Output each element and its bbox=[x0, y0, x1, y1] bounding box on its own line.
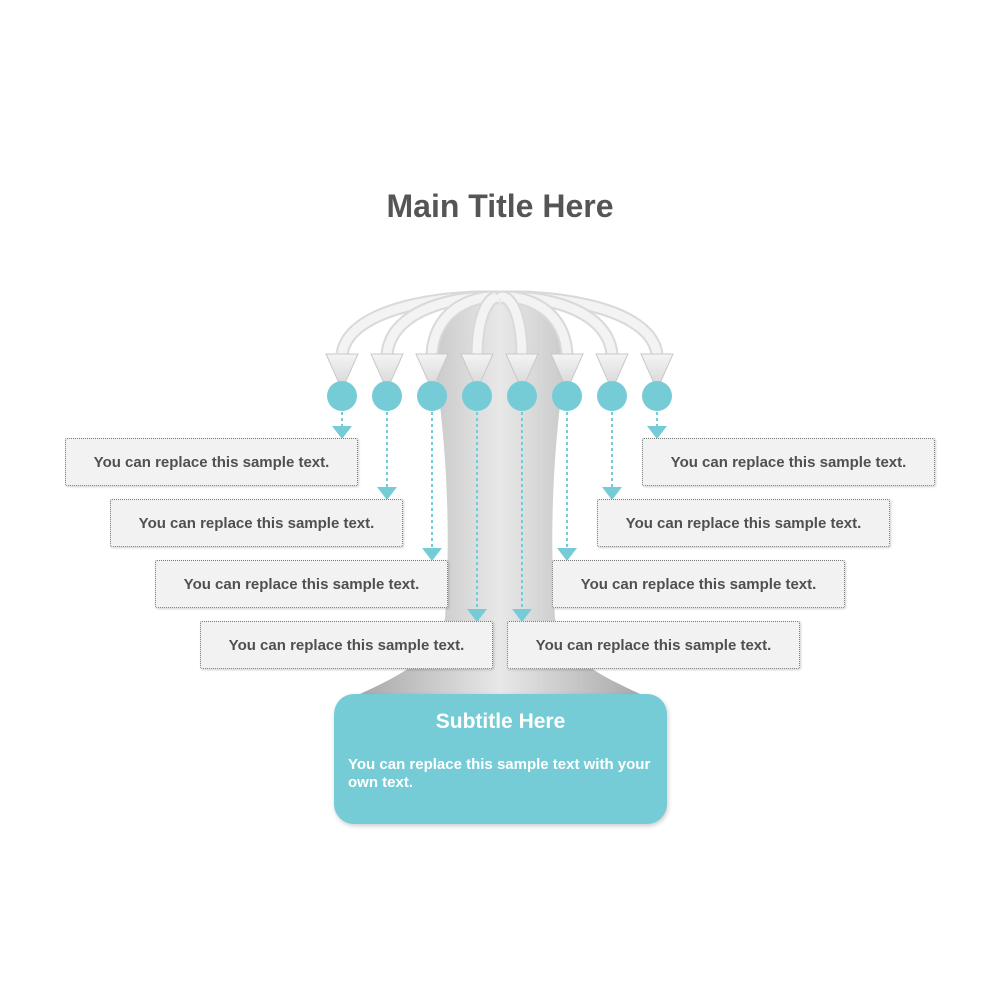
curved-arrows bbox=[325, 290, 674, 392]
text-box-left-3: You can replace this sample text. bbox=[155, 560, 448, 608]
connector-arrowhead bbox=[332, 426, 352, 439]
curved-arrow-head bbox=[640, 353, 674, 392]
main-title: Main Title Here bbox=[386, 188, 614, 224]
curved-arrow-head bbox=[325, 353, 359, 392]
connector-arrowhead bbox=[467, 609, 487, 622]
connector-arrowhead bbox=[602, 487, 622, 500]
text-box-left-2: You can replace this sample text. bbox=[110, 499, 403, 547]
curved-arrow-head bbox=[595, 353, 629, 392]
subtitle-box: Subtitle Here You can replace this sampl… bbox=[334, 694, 667, 824]
connector-arrowhead bbox=[512, 609, 532, 622]
connector-dot bbox=[327, 381, 357, 411]
connector-dot bbox=[552, 381, 582, 411]
curved-arrow-head bbox=[505, 353, 539, 392]
text-box-right-1: You can replace this sample text. bbox=[642, 438, 935, 486]
connector-arrowhead bbox=[422, 548, 442, 561]
connector-dot bbox=[372, 381, 402, 411]
connector-dots bbox=[327, 381, 672, 411]
curved-arrow-highlight bbox=[472, 292, 504, 355]
curved-arrow-head bbox=[415, 353, 449, 392]
text-box-left-4: You can replace this sample text. bbox=[200, 621, 493, 669]
curved-arrow-head bbox=[370, 353, 404, 392]
curved-arrow-highlight bbox=[496, 292, 527, 355]
dotted-connectors bbox=[332, 412, 667, 622]
text-box-right-3: You can replace this sample text. bbox=[552, 560, 845, 608]
text-box-left-1: You can replace this sample text. bbox=[65, 438, 358, 486]
text-box-right-4: You can replace this sample text. bbox=[507, 621, 800, 669]
connector-dot bbox=[417, 381, 447, 411]
connector-arrowhead bbox=[647, 426, 667, 439]
subtitle-title: Subtitle Here bbox=[435, 710, 566, 733]
connector-dot bbox=[507, 381, 537, 411]
connector-dot bbox=[597, 381, 627, 411]
connector-dot bbox=[462, 381, 492, 411]
connector-arrowhead bbox=[377, 487, 397, 500]
connector-arrowhead bbox=[557, 548, 577, 561]
text-box-right-2: You can replace this sample text. bbox=[597, 499, 890, 547]
subtitle-body: You can replace this sample text with yo… bbox=[348, 756, 651, 791]
curved-arrow-head bbox=[460, 353, 494, 392]
curved-arrow-head bbox=[550, 353, 584, 392]
connector-dot bbox=[642, 381, 672, 411]
trunk-shape bbox=[360, 296, 640, 694]
